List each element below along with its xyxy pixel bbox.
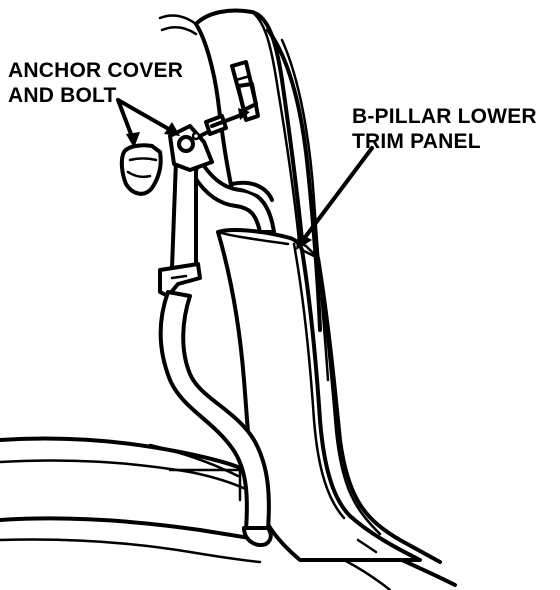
- pillar-label-line-1: B-PILLAR LOWER: [352, 105, 537, 128]
- seat-belt-webbing: [158, 158, 276, 547]
- anchor-cover: [119, 143, 163, 196]
- floor-sill: [0, 436, 457, 590]
- b-pillar-lower-trim-panel-label: B-PILLAR LOWER TRIM PANEL: [352, 104, 537, 154]
- anchor-label-line-2: AND BOLT: [8, 84, 117, 107]
- anchor-cover-and-bolt-label: ANCHOR COVER AND BOLT: [8, 58, 183, 108]
- anchor-label-line-1: ANCHOR COVER: [8, 59, 184, 82]
- anchor-leader-arrows: [116, 98, 250, 148]
- pillar-label-line-2: TRIM PANEL: [352, 130, 481, 153]
- trim-panel-leader-arrow: [296, 146, 374, 250]
- b-pillar: [158, 8, 330, 382]
